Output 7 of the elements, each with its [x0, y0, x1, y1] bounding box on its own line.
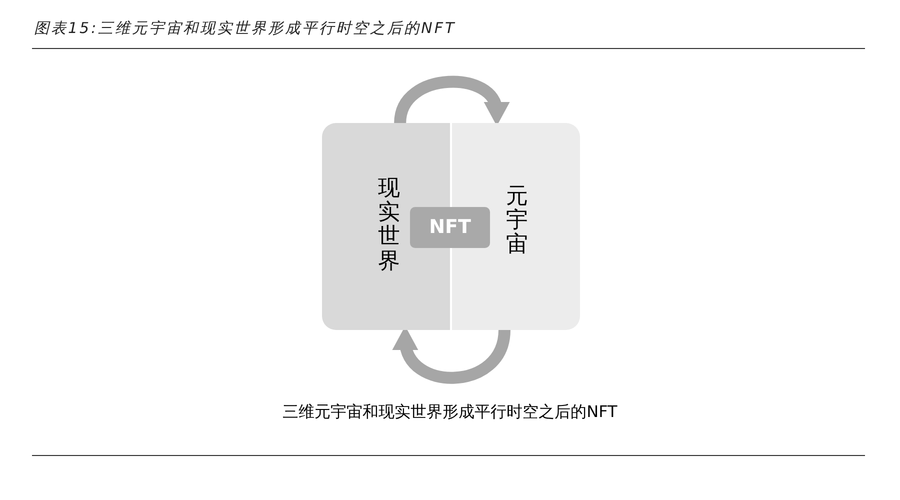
figure-title: 图表15:三维元宇宙和现实世界形成平行时空之后的NFT — [34, 18, 456, 39]
curved-arrow — [394, 76, 508, 126]
node-label: 元宇宙 — [506, 185, 528, 258]
node-label: 现实世界 — [378, 177, 400, 274]
caption: 三维元宇宙和现实世界形成平行时空之后的NFT — [282, 401, 618, 423]
node-label: NFT — [429, 215, 471, 240]
nft-box — [410, 207, 490, 248]
